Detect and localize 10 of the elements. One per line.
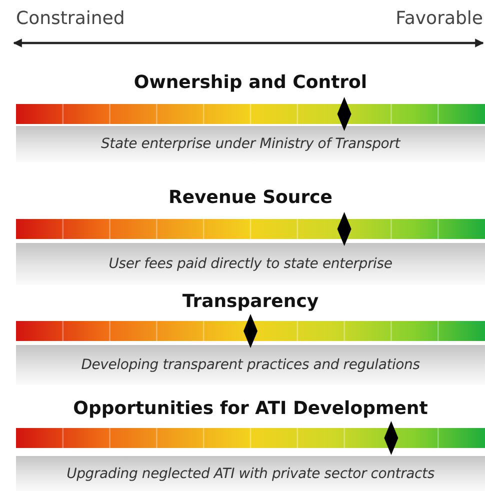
scale-title: Transparency <box>181 291 320 312</box>
scale-description: Upgrading neglected ATI with private sector contracts <box>66 466 434 482</box>
scale-description: Developing transparent practices and regulations <box>81 357 420 373</box>
scale-title: Ownership and Control <box>132 72 368 93</box>
scale-description: State enterprise under Ministry of Transport <box>100 136 400 152</box>
scale-title: Revenue Source <box>167 187 334 208</box>
scale-description: User fees paid directly to state enterprise <box>108 256 392 272</box>
scale-end-label: Favorable <box>396 8 483 29</box>
scale-end-label: Constrained <box>16 8 125 29</box>
scale-title: Opportunities for ATI Development <box>72 398 429 419</box>
